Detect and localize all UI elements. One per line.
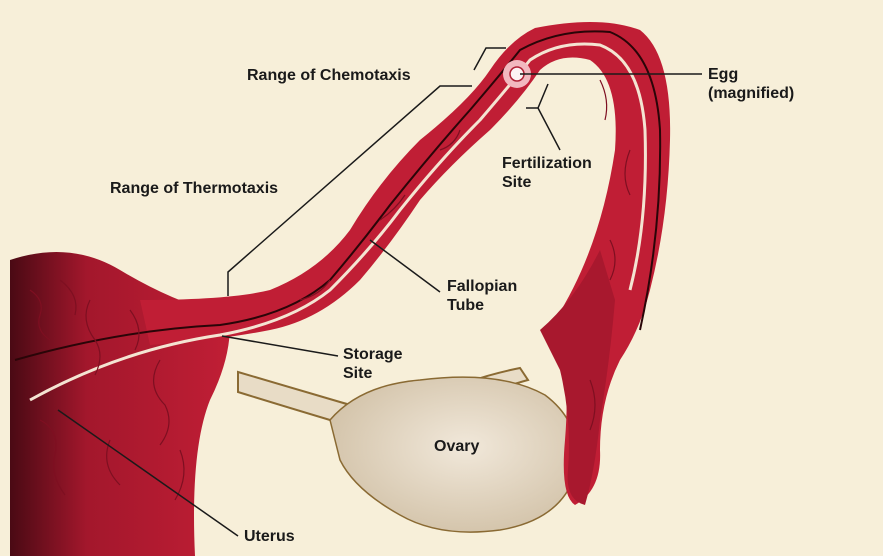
storage-leader	[222, 336, 338, 356]
label-fallopian-tube: Fallopian Tube	[447, 277, 517, 315]
label-egg-line2: (magnified)	[708, 84, 794, 103]
label-range-of-thermotaxis: Range of Thermotaxis	[110, 179, 278, 198]
label-fertilization-line2: Site	[502, 173, 592, 192]
label-storage-site: Storage Site	[343, 345, 403, 383]
label-storage-line1: Storage	[343, 345, 403, 364]
label-fallopian-line1: Fallopian	[447, 277, 517, 296]
label-ovary: Ovary	[434, 437, 479, 456]
uterus	[10, 252, 230, 556]
label-egg-line1: Egg	[708, 65, 794, 84]
fertilization-bracket	[526, 84, 560, 150]
label-storage-line2: Site	[343, 364, 403, 383]
label-uterus: Uterus	[244, 527, 295, 546]
label-fertilization-line1: Fertilization	[502, 154, 592, 173]
label-fertilization-site: Fertilization Site	[502, 154, 592, 192]
label-fallopian-line2: Tube	[447, 296, 517, 315]
fallopian-leader	[370, 240, 440, 292]
label-range-of-chemotaxis: Range of Chemotaxis	[247, 66, 411, 85]
label-egg: Egg (magnified)	[708, 65, 794, 103]
